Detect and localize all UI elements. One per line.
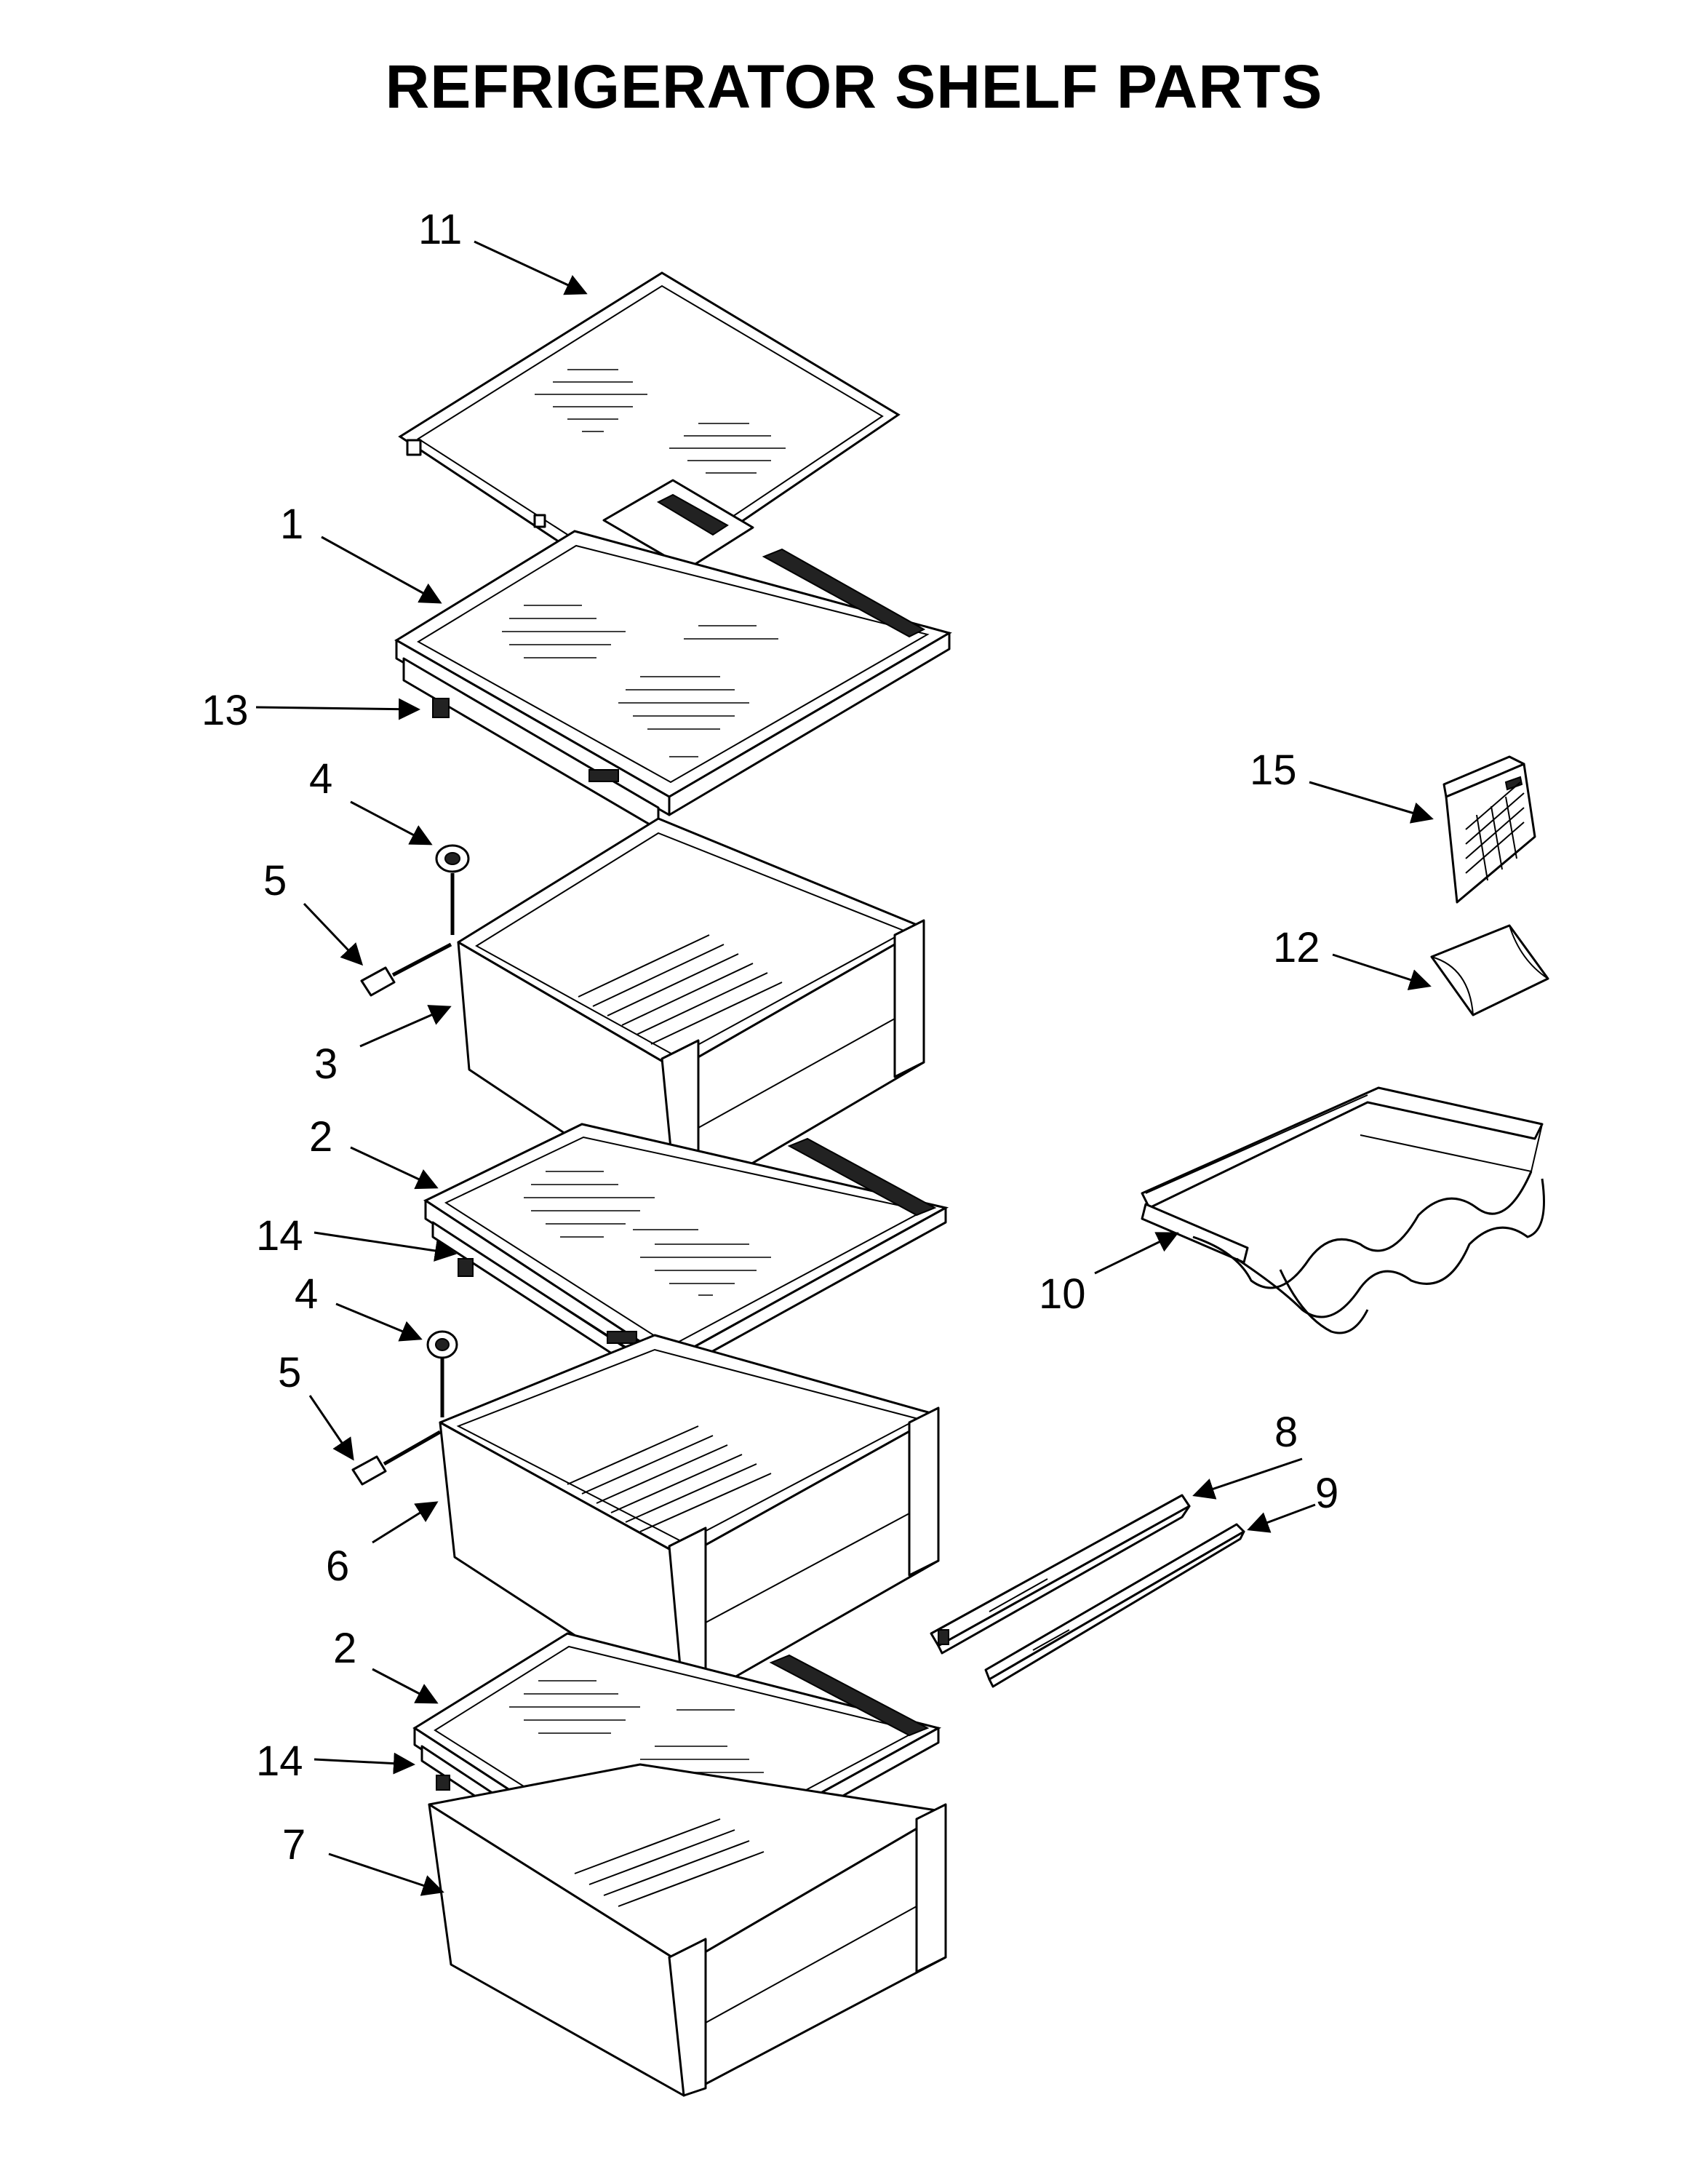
part-5-pin-lower (351, 1430, 442, 1486)
part-6-crisper-drawer (439, 1334, 940, 1708)
part-1-shelf-frame (394, 530, 952, 831)
callout-12: 12 (1273, 924, 1320, 971)
callout-14-upper: 14 (256, 1212, 303, 1259)
callout-arrows (255, 240, 1434, 1896)
callout-2-lower: 2 (333, 1625, 356, 1672)
callout-3: 3 (314, 1040, 338, 1088)
part-15-cover (1442, 755, 1536, 904)
part-11-glass-shelf (398, 271, 901, 594)
callout-labels: 11 1 13 4 5 3 2 14 4 5 6 2 14 7 8 9 10 1… (201, 206, 1338, 1869)
callout-5-upper: 5 (263, 857, 287, 904)
part-4-roller-upper (435, 844, 470, 935)
part-10-wine-rack (1141, 1086, 1545, 1334)
part-5-pin-upper (360, 942, 452, 997)
callout-5-lower: 5 (278, 1349, 301, 1396)
page-title: REFRIGERATOR SHELF PARTS (386, 52, 1323, 121)
callout-8: 8 (1274, 1409, 1298, 1456)
callout-1: 1 (280, 501, 303, 548)
callout-9: 9 (1315, 1470, 1338, 1517)
callout-10: 10 (1039, 1270, 1086, 1318)
part-9-slide-rail (984, 1523, 1245, 1688)
callout-4-lower: 4 (295, 1270, 318, 1318)
part-8-slide-rail (930, 1494, 1191, 1655)
part-12-pad (1430, 924, 1549, 1016)
callout-11: 11 (418, 206, 462, 253)
part-4-roller-lower (426, 1330, 458, 1417)
callout-4-upper: 4 (309, 755, 332, 803)
callout-15: 15 (1250, 747, 1297, 794)
part-7-bottom-drawer (428, 1763, 947, 2097)
callout-14-lower: 14 (256, 1738, 303, 1785)
callout-6: 6 (326, 1543, 349, 1590)
callout-13: 13 (201, 687, 249, 734)
part-2-shelf-upper (423, 1123, 949, 1388)
callout-2-upper: 2 (309, 1113, 332, 1161)
callout-7: 7 (282, 1821, 306, 1869)
